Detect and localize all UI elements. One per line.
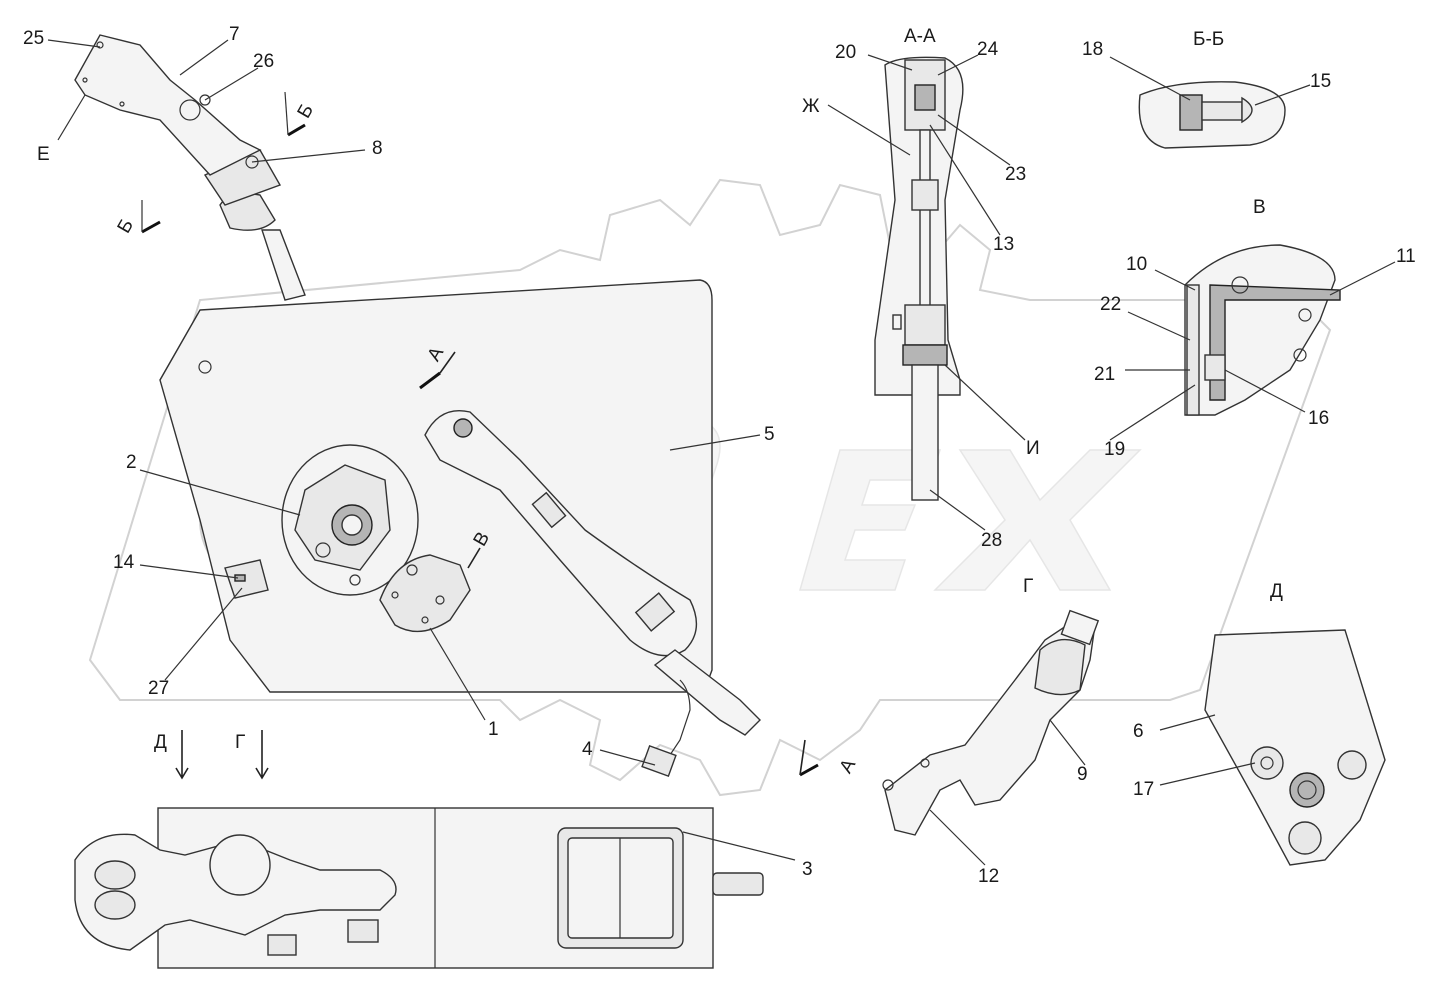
lever-part-5: [424, 410, 761, 778]
label-part-25: 25: [23, 28, 44, 49]
label-part-23: 23: [1005, 164, 1026, 185]
label-part-24: 24: [977, 39, 999, 60]
label-part-9: 9: [1077, 764, 1088, 785]
view-titles: А-А Б-Б В Г Д Е Ж И: [37, 26, 1283, 602]
title-view-zh: Ж: [802, 96, 820, 117]
lever-tube-left: [74, 34, 306, 301]
label-part-11: 11: [1396, 246, 1416, 267]
title-view-e: Е: [37, 144, 50, 165]
title-section-aa: А-А: [904, 26, 936, 47]
label-part-21: 21: [1094, 364, 1115, 385]
marker-g: Г: [235, 732, 245, 753]
label-part-27: 27: [148, 678, 169, 699]
title-section-bb: Б-Б: [1193, 29, 1224, 50]
label-part-26: 26: [253, 51, 274, 72]
title-view-i: И: [1026, 438, 1040, 459]
label-part-13: 13: [993, 234, 1014, 255]
label-part-7: 7: [229, 24, 240, 45]
label-part-5: 5: [764, 424, 775, 445]
label-part-4: 4: [582, 739, 593, 760]
section-bb-drawing: [1138, 81, 1286, 149]
bracket-part-1: [379, 554, 471, 633]
part-labels: 25 7 26 8 2 14 27 1 5 4 3 20 24 23 13 28…: [23, 24, 1416, 887]
label-part-6: 6: [1133, 721, 1144, 742]
marker-a-lower: А: [836, 755, 861, 777]
view-g-drawing: [882, 609, 1100, 836]
view-d-drawing: [1204, 629, 1386, 866]
title-view-d: Д: [1270, 581, 1283, 602]
label-part-22: 22: [1100, 294, 1121, 315]
title-view-v: В: [1253, 197, 1266, 218]
label-part-10: 10: [1126, 254, 1147, 275]
label-part-20: 20: [835, 42, 856, 63]
leader-lines: [47, 39, 1396, 866]
marker-b-lower: Б: [114, 216, 138, 237]
label-part-19: 19: [1104, 439, 1125, 460]
rotary-mechanism: [281, 444, 419, 596]
view-v-drawing: [1184, 244, 1341, 416]
section-markers: [141, 91, 819, 780]
title-view-g: Г: [1023, 576, 1033, 597]
label-part-8: 8: [372, 138, 383, 159]
bracket-part-14: [224, 559, 269, 599]
label-part-16: 16: [1308, 408, 1329, 429]
label-part-2: 2: [126, 452, 137, 473]
label-part-18: 18: [1082, 39, 1103, 60]
label-part-12: 12: [978, 866, 999, 887]
bottom-panel-drawing: [74, 807, 764, 969]
marker-d: Д: [154, 732, 167, 753]
marker-b-upper: Б: [294, 101, 318, 122]
label-part-15: 15: [1310, 71, 1331, 92]
label-part-3: 3: [802, 859, 813, 880]
console-housing: [159, 279, 713, 693]
label-part-1: 1: [488, 719, 499, 740]
label-part-28: 28: [981, 530, 1002, 551]
label-part-17: 17: [1133, 779, 1154, 800]
label-part-14: 14: [113, 552, 135, 573]
